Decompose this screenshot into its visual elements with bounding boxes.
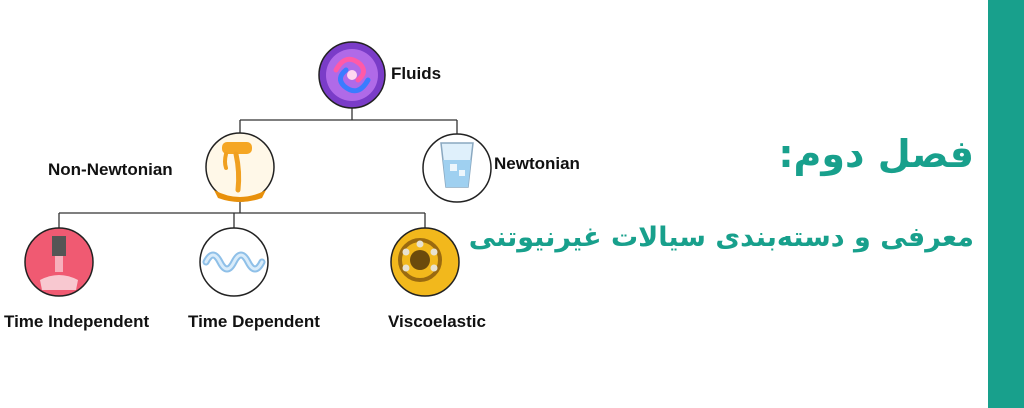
accent-side-bar [988,0,1024,408]
honey-icon [206,133,274,202]
node-label-non-newtonian: Non-Newtonian [48,160,173,180]
chapter-subtitle: معرفی و دسته‌بندی سیالات غیرنیوتنی [469,222,974,253]
node-label-time-independent: Time Independent [4,312,149,332]
wave-icon [200,228,268,296]
node-label-time-dependent: Time Dependent [188,312,320,332]
bearing-icon [391,228,459,296]
node-label-newtonian: Newtonian [494,154,580,174]
water-glass-icon [423,134,491,202]
pen-icon [25,228,93,296]
node-label-fluids: Fluids [391,64,441,84]
chapter-title: فصل دوم: [778,132,974,176]
node-label-viscoelastic: Viscoelastic [388,312,486,332]
swirl-icon [319,42,385,108]
